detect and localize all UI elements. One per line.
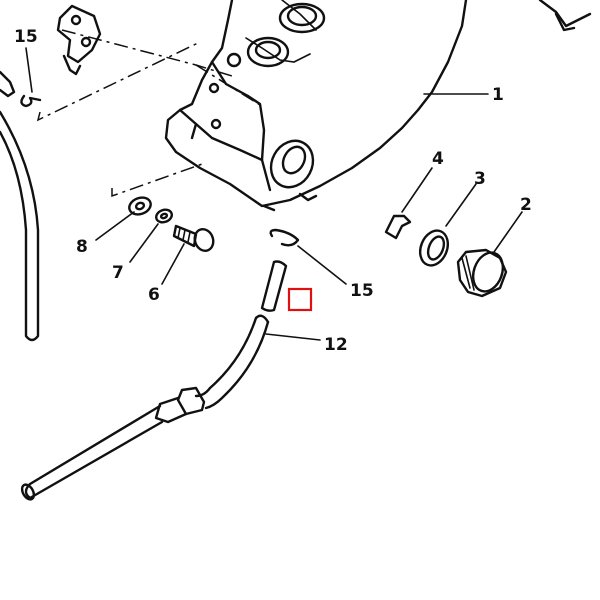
washer-7 [155, 208, 173, 224]
callout-6: 6 [148, 285, 160, 305]
fuel-tank [164, 0, 468, 212]
upper-right-part [538, 0, 592, 32]
clip-middle [269, 228, 347, 285]
callout-15-middle: 15 [350, 281, 374, 301]
selection-marker[interactable] [287, 287, 313, 312]
callout-12: 12 [324, 335, 348, 355]
clip-top-left [20, 47, 42, 108]
drain-plug-2 [456, 248, 508, 298]
callout-4: 4 [432, 149, 444, 169]
retainer-4 [384, 214, 412, 240]
bolt-6 [172, 224, 215, 252]
mounting-bracket [56, 4, 102, 76]
callout-7: 7 [112, 263, 124, 283]
leader-lines [95, 93, 523, 341]
vent-hose [0, 70, 40, 342]
callout-8: 8 [76, 237, 88, 257]
callout-2: 2 [520, 195, 532, 215]
callout-15-top: 15 [14, 27, 38, 47]
callout-1: 1 [492, 85, 504, 105]
fuel-hose-12 [20, 314, 270, 501]
washer-8 [128, 196, 152, 216]
short-hose [260, 260, 288, 312]
callout-3: 3 [474, 169, 486, 189]
assembly-guide-lines [36, 29, 261, 198]
o-ring-3 [418, 229, 450, 267]
